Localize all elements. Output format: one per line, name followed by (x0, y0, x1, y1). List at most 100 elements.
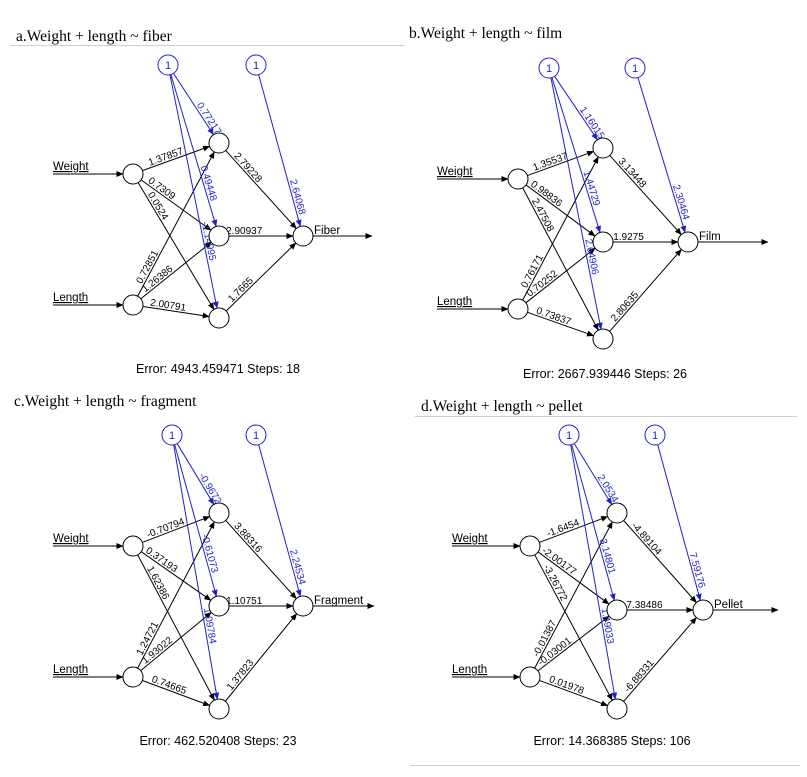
hidden-node (592, 137, 614, 159)
weight-input-label: Weight (53, 533, 89, 545)
input-hidden-edge (140, 611, 212, 672)
length-input-label: Length (53, 664, 88, 676)
panel-a-title: a.Weight + length ~ fiber (16, 28, 172, 45)
input-hidden-edge (137, 182, 215, 310)
length-input-label: Length (53, 292, 88, 304)
bias-node-label: 1 (165, 60, 171, 72)
hidden-output-weight: 1.10751 (226, 596, 263, 607)
hidden-output-edge (623, 617, 697, 702)
hidden-node (606, 698, 628, 720)
input-hidden-edge (525, 184, 596, 237)
input-hidden-edge (142, 680, 211, 707)
hidden-node (606, 599, 628, 621)
error-steps-text: Error: 2667.939446 Steps: 26 (523, 367, 687, 381)
bias-node-label: 1 (546, 63, 552, 75)
bias-hidden-edge (570, 444, 618, 700)
hidden-node (208, 698, 230, 720)
panel-b-title: b.Weight + length ~ film (409, 25, 563, 42)
input-hidden-edge (142, 145, 211, 172)
length-input-label: Length (452, 664, 487, 676)
bias-node (538, 57, 560, 79)
length-input-label: Length (437, 296, 472, 308)
bias-hidden-edge (173, 444, 220, 700)
hidden-node (208, 225, 230, 247)
bias-node-label: 1 (632, 63, 638, 75)
bias-output-weight: 7.59176 (687, 551, 707, 589)
bias-node-label: 1 (652, 430, 658, 442)
input-hidden-edge (539, 679, 609, 707)
bias-output-edge (637, 77, 687, 233)
input-hidden-edge (522, 156, 599, 301)
hidden-output-weight: -7.38486 (623, 600, 663, 611)
hidden-node (208, 595, 230, 617)
input-hidden-edge (142, 516, 211, 543)
output-label: Pellet (714, 599, 744, 611)
input-node (122, 535, 144, 557)
bias-hidden-edge (550, 77, 603, 330)
output-label: Film (699, 231, 721, 243)
output-node (292, 595, 314, 617)
input-hidden-edge (527, 150, 595, 177)
input-hidden-edge (140, 241, 212, 300)
input-hidden-edge (525, 247, 596, 304)
bias-node-label: 1 (253, 60, 259, 72)
input-hidden-edge (522, 187, 599, 331)
hidden-output-edge (224, 613, 298, 702)
hidden-node (208, 132, 230, 154)
input-node (122, 666, 144, 688)
bias-hidden-weight: 2.0534 (595, 473, 621, 505)
panel-c-network: WeightLength-0.707940.371931.623861.2472… (53, 424, 375, 748)
input-node (519, 666, 541, 688)
bias-hidden-edge (554, 76, 598, 141)
input-node (507, 298, 529, 320)
weight-input-label: Weight (437, 166, 473, 178)
input-node (507, 168, 529, 190)
input-node (519, 535, 541, 557)
panel-c-title: c.Weight + length ~ fragment (14, 393, 197, 410)
bias-hidden-edge (173, 73, 214, 136)
input-hidden-edge (137, 554, 215, 701)
bias-hidden-edge (170, 74, 218, 227)
panel-d-bottom-rule (410, 765, 800, 766)
hidden-output-weight: -6.88331 (622, 658, 656, 695)
bias-hidden-edge (176, 443, 215, 505)
input-node (122, 294, 144, 316)
bias-output-edge (657, 444, 702, 601)
input-node (122, 163, 144, 185)
bias-hidden-edge (169, 74, 219, 309)
hidden-node (208, 307, 230, 329)
input-hidden-weight: -1.6454 (545, 517, 581, 539)
input-hidden-edge (142, 306, 210, 319)
input-hidden-edge (539, 516, 609, 543)
bias-hidden-weight: 3.14801 (597, 537, 617, 575)
bias-output-edge (258, 74, 302, 227)
weight-input-label: Weight (53, 161, 89, 173)
bias-hidden-edge (573, 443, 613, 505)
input-hidden-weight: 0.01978 (547, 674, 585, 697)
bias-hidden-edge (571, 444, 616, 601)
hidden-node (592, 328, 614, 350)
hidden-output-weight: 2.90937 (226, 226, 263, 237)
hidden-output-edge (225, 242, 297, 312)
output-node (292, 225, 314, 247)
error-steps-text: Error: 4943.459471 Steps: 18 (136, 362, 300, 376)
bias-node (157, 54, 179, 76)
bias-node (558, 424, 580, 446)
output-node (692, 599, 714, 621)
bias-node (644, 424, 666, 446)
hidden-output-edge (225, 520, 297, 599)
hidden-node (208, 502, 230, 524)
input-hidden-edge (537, 615, 610, 672)
hidden-output-edge (609, 155, 682, 235)
weight-input-label: Weight (452, 533, 488, 545)
error-steps-text: Error: 462.520408 Steps: 23 (139, 734, 296, 748)
hidden-output-edge (225, 150, 297, 229)
bias-node (245, 424, 267, 446)
bias-node (161, 424, 183, 446)
input-hidden-weight: 2.00791 (149, 298, 187, 314)
bias-node-label: 1 (566, 430, 572, 442)
hidden-output-weight: 1.9275 (613, 232, 644, 243)
panel-a-title-rule (10, 45, 405, 46)
hidden-output-edge (609, 249, 682, 332)
